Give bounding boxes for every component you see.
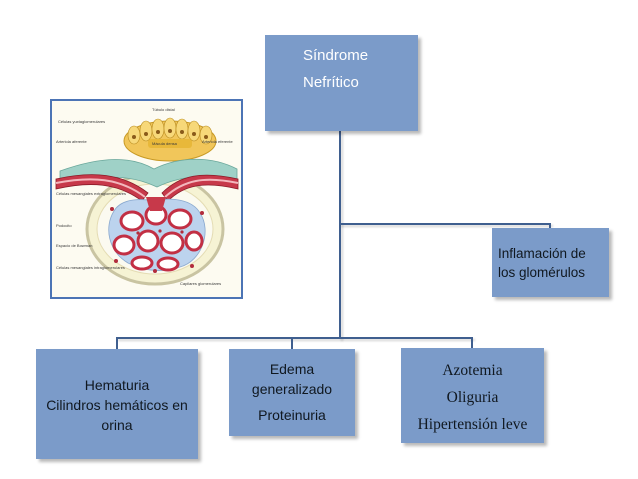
vascular-pole — [146, 197, 166, 211]
label-podocito: Podocito — [56, 223, 72, 228]
connector-child-2 — [291, 337, 293, 350]
azotemia-label-line2: Oliguria — [446, 389, 499, 406]
connector-child-3 — [471, 337, 473, 349]
edema-label-line1: Edema — [269, 361, 315, 377]
hematuria-label-line1: Hematuria — [84, 377, 150, 393]
azotemia-label-line3: Hipertensión leve — [417, 416, 528, 433]
root-node-sindrome-nefritico: Síndrome Nefrítico — [265, 35, 418, 131]
connector-root-down — [339, 131, 341, 339]
label-celulas-yuxta: Células yuxtaglomerulares — [58, 119, 105, 124]
azotemia-label-line1: Azotemia — [442, 362, 503, 379]
glomerulus-drawing: Túbulo distal Células yuxtaglomerulares … — [55, 107, 239, 286]
connector-children-horizontal — [116, 337, 473, 339]
afferent-lumen — [55, 178, 146, 198]
hematuria-label-line2: Cilindros hemáticos en — [46, 397, 188, 413]
root-label-line1: Síndrome — [303, 47, 369, 64]
connector-right-down — [549, 223, 551, 229]
connector-right-horizontal — [339, 223, 551, 225]
tubule-cells — [127, 117, 213, 145]
label-espacio-bowman: Espacio de Bowman — [56, 243, 92, 248]
label-capilares: Capilares glomerulares — [180, 281, 221, 286]
edema-label-line2: generalizado — [251, 381, 333, 397]
inflamacion-label-line2: los glomérulos — [498, 265, 586, 280]
label-tubulo-distal: Túbulo distal — [152, 107, 175, 112]
inflamacion-label-line1: Inflamación de — [498, 246, 586, 261]
root-label-line2: Nefrítico — [303, 74, 359, 91]
label-macula-densa: Mácula densa — [152, 141, 178, 146]
node-azotemia: Azotemia Oliguria Hipertensión leve — [401, 348, 544, 443]
label-mesangiales-extra: Células mesangiales extraglomerulares — [56, 191, 126, 196]
hematuria-label-line3: orina — [101, 417, 133, 433]
node-edema: Edema generalizado Proteinuria — [229, 349, 355, 436]
glomerulus-illustration: Túbulo distal Células yuxtaglomerulares … — [50, 99, 243, 299]
cell-nuclei — [110, 207, 204, 273]
label-arteriola-aferente: Arteriola aferente — [56, 139, 87, 144]
efferent-lumen — [164, 178, 239, 198]
label-mesangiales-intra: Células mesangiales intraglomerulares — [56, 265, 125, 270]
connector-child-1 — [116, 337, 118, 350]
tubule-nuclei — [132, 129, 208, 139]
label-arteriola-eferente: Arteriola eferente — [202, 139, 233, 144]
node-hematuria: Hematuria Cilindros hemáticos en orina — [36, 349, 198, 459]
macula-densa-band — [148, 139, 192, 148]
node-inflamacion-glomerulos: Inflamación de los glomérulos — [492, 228, 609, 297]
edema-label-line3: Proteinuria — [258, 407, 326, 423]
